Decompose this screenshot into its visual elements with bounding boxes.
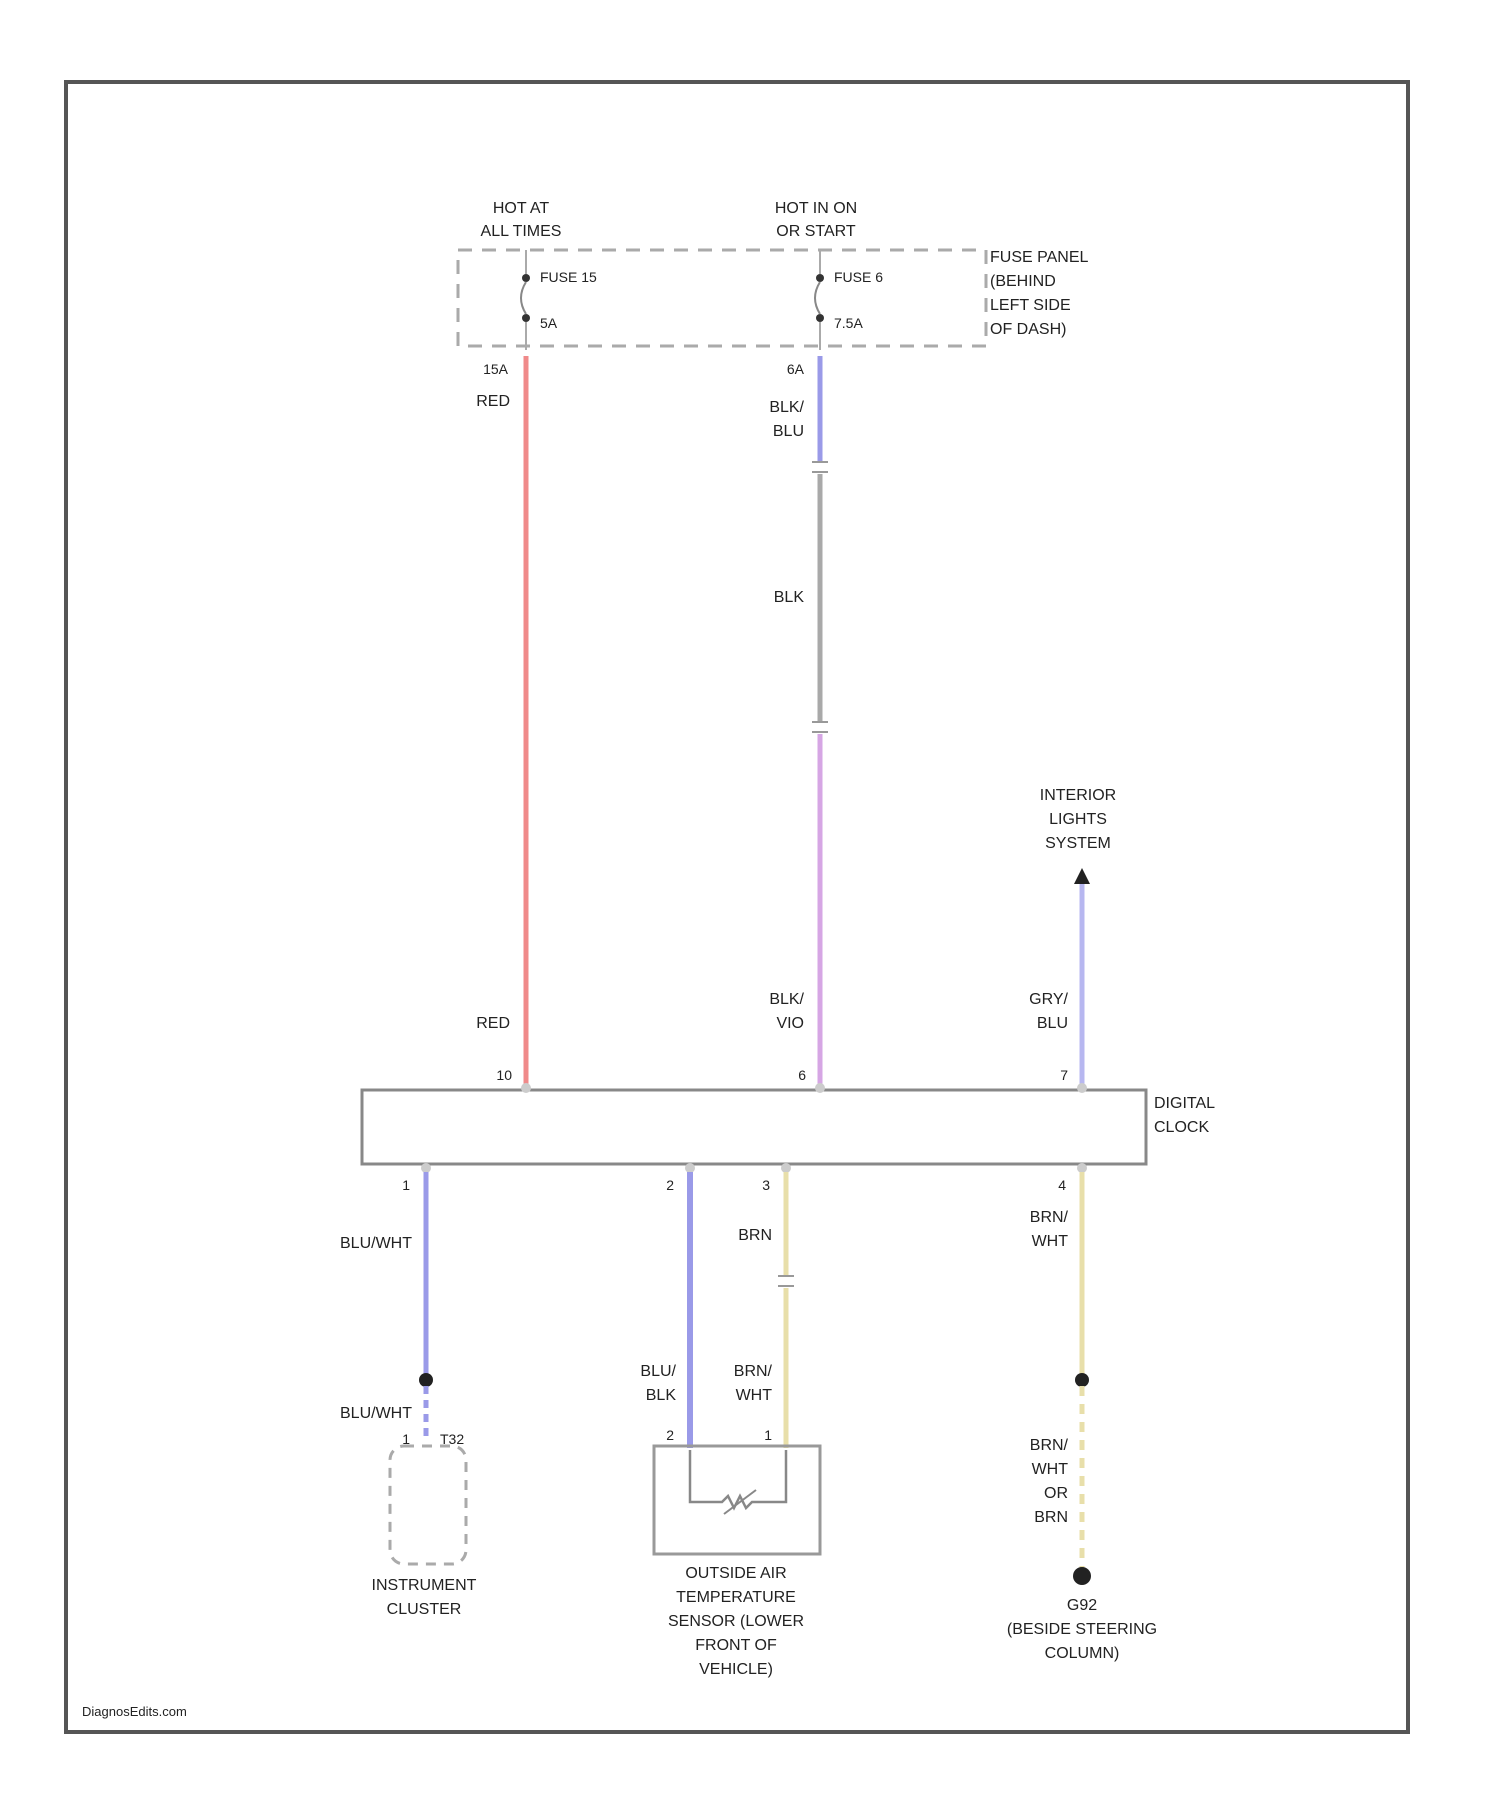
fuse-panel-label-1: FUSE PANEL xyxy=(990,249,1089,266)
wire-label-brn: BRN xyxy=(738,1227,772,1244)
fuse-panel-label-4: OF DASH) xyxy=(990,321,1066,338)
instrument-cluster-box xyxy=(390,1446,466,1564)
fuse-15-terminal: 15A xyxy=(483,361,509,377)
wire-label-brn-wht-or-brn-4: BRN xyxy=(1034,1509,1068,1526)
sensor-label-1: OUTSIDE AIR xyxy=(685,1565,786,1582)
watermark: DiagnosEdits.com xyxy=(82,1704,187,1719)
pin-label-1: 1 xyxy=(402,1177,410,1193)
wire-label-blk-blu-1: BLK/ xyxy=(769,399,804,416)
digital-clock-box xyxy=(362,1090,1146,1164)
pin-label-7: 7 xyxy=(1060,1067,1068,1083)
interior-lights-label-1: INTERIOR xyxy=(1040,787,1116,804)
thermistor-icon xyxy=(690,1450,786,1514)
ground-label-1: G92 xyxy=(1067,1597,1097,1614)
wire-label-red-top: RED xyxy=(476,393,510,410)
sensor-pin-right: 1 xyxy=(764,1427,772,1443)
arrow-up-icon xyxy=(1074,868,1090,884)
wire-label-brn-wht-2: WHT xyxy=(736,1387,773,1404)
ground-dot-icon xyxy=(1073,1567,1091,1585)
wire-label-blk: BLK xyxy=(774,589,805,606)
wire-label-blk-vio-1: BLK/ xyxy=(769,991,804,1008)
connector-symbol-3 xyxy=(778,1276,794,1286)
instrument-cluster-pin: 1 xyxy=(402,1431,410,1447)
pin-label-6: 6 xyxy=(798,1067,806,1083)
pin-bottom-2 xyxy=(685,1163,695,1173)
instrument-cluster-label-2: CLUSTER xyxy=(387,1601,462,1618)
sensor-label-5: VEHICLE) xyxy=(699,1661,773,1678)
sensor-label-3: SENSOR (LOWER xyxy=(668,1613,804,1630)
wire-label-gry-blu-2: BLU xyxy=(1037,1015,1068,1032)
wire-label-brn-wht-2b: WHT xyxy=(1032,1233,1069,1250)
pin-bottom-1 xyxy=(421,1163,431,1173)
fuse-15-rating: 5A xyxy=(540,315,558,331)
diagram-frame xyxy=(66,82,1408,1732)
label-hot-in-on-2: OR START xyxy=(776,223,856,240)
fuse-6-terminal: 6A xyxy=(787,361,805,377)
interior-lights-label-3: SYSTEM xyxy=(1045,835,1111,852)
sensor-label-4: FRONT OF xyxy=(695,1637,777,1654)
instrument-cluster-connector: T32 xyxy=(440,1431,464,1447)
pin-top-7 xyxy=(1077,1083,1087,1093)
fuse-6-name: FUSE 6 xyxy=(834,269,883,285)
pin-bottom-4 xyxy=(1077,1163,1087,1173)
wire-label-brn-wht-or-brn-3: OR xyxy=(1044,1485,1068,1502)
digital-clock-label-1: DIGITAL xyxy=(1154,1095,1215,1112)
pin-label-4: 4 xyxy=(1058,1177,1066,1193)
wire-label-brn-wht-or-brn-2: WHT xyxy=(1032,1461,1069,1478)
pin-label-3: 3 xyxy=(762,1177,770,1193)
fuse-15-symbol xyxy=(521,250,530,350)
connector-symbol-1 xyxy=(812,462,828,472)
wire-label-blu-wht: BLU/WHT xyxy=(340,1235,412,1252)
wire-label-blk-vio-2: VIO xyxy=(776,1015,804,1032)
wire-label-blu-wht-2: BLU/WHT xyxy=(340,1405,412,1422)
fuse-panel-box xyxy=(458,250,986,346)
sensor-label-2: TEMPERATURE xyxy=(676,1589,796,1606)
digital-clock-label-2: CLOCK xyxy=(1154,1119,1209,1136)
splice-dot-2 xyxy=(1075,1373,1089,1387)
fuse-panel-label-2: (BEHIND xyxy=(990,273,1056,290)
pin-label-2: 2 xyxy=(666,1177,674,1193)
connector-symbol-2 xyxy=(812,722,828,732)
pin-top-10 xyxy=(521,1083,531,1093)
wire-label-red-bottom: RED xyxy=(476,1015,510,1032)
wire-label-blu-blk-2: BLK xyxy=(646,1387,677,1404)
pin-bottom-3 xyxy=(781,1163,791,1173)
wire-label-blu-blk-1: BLU/ xyxy=(640,1363,676,1380)
pin-label-10: 10 xyxy=(496,1067,512,1083)
fuse-15-name: FUSE 15 xyxy=(540,269,597,285)
wire-label-brn-wht-1: BRN/ xyxy=(734,1363,773,1380)
fuse-6-rating: 7.5A xyxy=(834,315,863,331)
interior-lights-label-2: LIGHTS xyxy=(1049,811,1107,828)
sensor-pin-left: 2 xyxy=(666,1427,674,1443)
label-hot-in-on-1: HOT IN ON xyxy=(775,200,857,217)
fuse-6-symbol xyxy=(815,250,824,350)
splice-dot-1 xyxy=(419,1373,433,1387)
wire-label-gry-blu-1: GRY/ xyxy=(1029,991,1068,1008)
wire-label-blk-blu-2: BLU xyxy=(773,423,804,440)
pin-top-6 xyxy=(815,1083,825,1093)
label-hot-at-all-times-1: HOT AT xyxy=(493,200,550,217)
fuse-panel-label-3: LEFT SIDE xyxy=(990,297,1071,314)
ground-label-2: (BESIDE STEERING xyxy=(1007,1621,1157,1638)
wire-label-brn-wht-2a: BRN/ xyxy=(1030,1209,1069,1226)
instrument-cluster-label-1: INSTRUMENT xyxy=(372,1577,477,1594)
wire-label-brn-wht-or-brn-1: BRN/ xyxy=(1030,1437,1069,1454)
label-hot-at-all-times-2: ALL TIMES xyxy=(481,223,562,240)
ground-label-3: COLUMN) xyxy=(1045,1645,1120,1662)
